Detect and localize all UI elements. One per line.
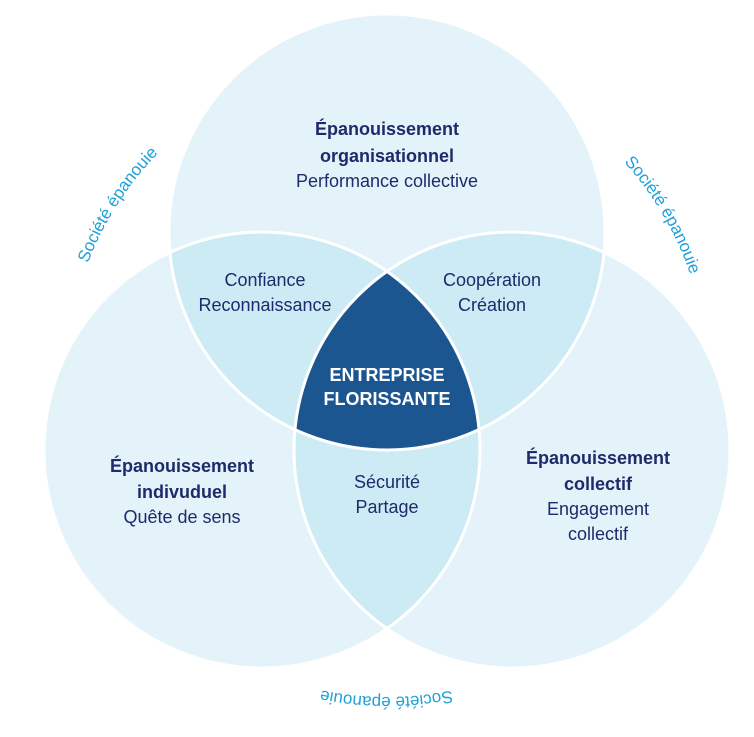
svg-text:Société épanouie: Société épanouie xyxy=(74,143,161,265)
overlap-top-left-line-1: Confiance xyxy=(224,270,305,290)
ring-label-bottom: Société épanouie xyxy=(318,686,454,712)
top-title-2: organisationnel xyxy=(320,146,454,166)
svg-text:Société épanouie: Société épanouie xyxy=(318,686,454,712)
right-subtitle-2: collectif xyxy=(568,524,629,544)
top-title-1: Épanouissement xyxy=(315,118,459,139)
ring-label-right: Société épanouie xyxy=(621,152,704,276)
left-subtitle: Quête de sens xyxy=(123,507,240,527)
svg-text:Société épanouie: Société épanouie xyxy=(621,152,704,276)
overlap-top-right-line-1: Coopération xyxy=(443,270,541,290)
left-title-2: indivuduel xyxy=(137,482,227,502)
overlap-top-left-line-2: Reconnaissance xyxy=(198,295,331,315)
right-title-2: collectif xyxy=(564,474,633,494)
center-region xyxy=(294,232,480,450)
center-line-2: FLORISSANTE xyxy=(323,389,450,409)
center-line-1: ENTREPRISE xyxy=(329,365,444,385)
top-subtitle: Performance collective xyxy=(296,171,478,191)
right-title-1: Épanouissement xyxy=(526,447,670,468)
overlap-bottom-line-1: Sécurité xyxy=(354,472,420,492)
right-subtitle-1: Engagement xyxy=(547,499,649,519)
left-title-1: Épanouissement xyxy=(110,455,254,476)
overlap-bottom-line-2: Partage xyxy=(355,497,418,517)
overlap-top-right-line-2: Création xyxy=(458,295,526,315)
ring-label-left: Société épanouie xyxy=(74,143,161,265)
